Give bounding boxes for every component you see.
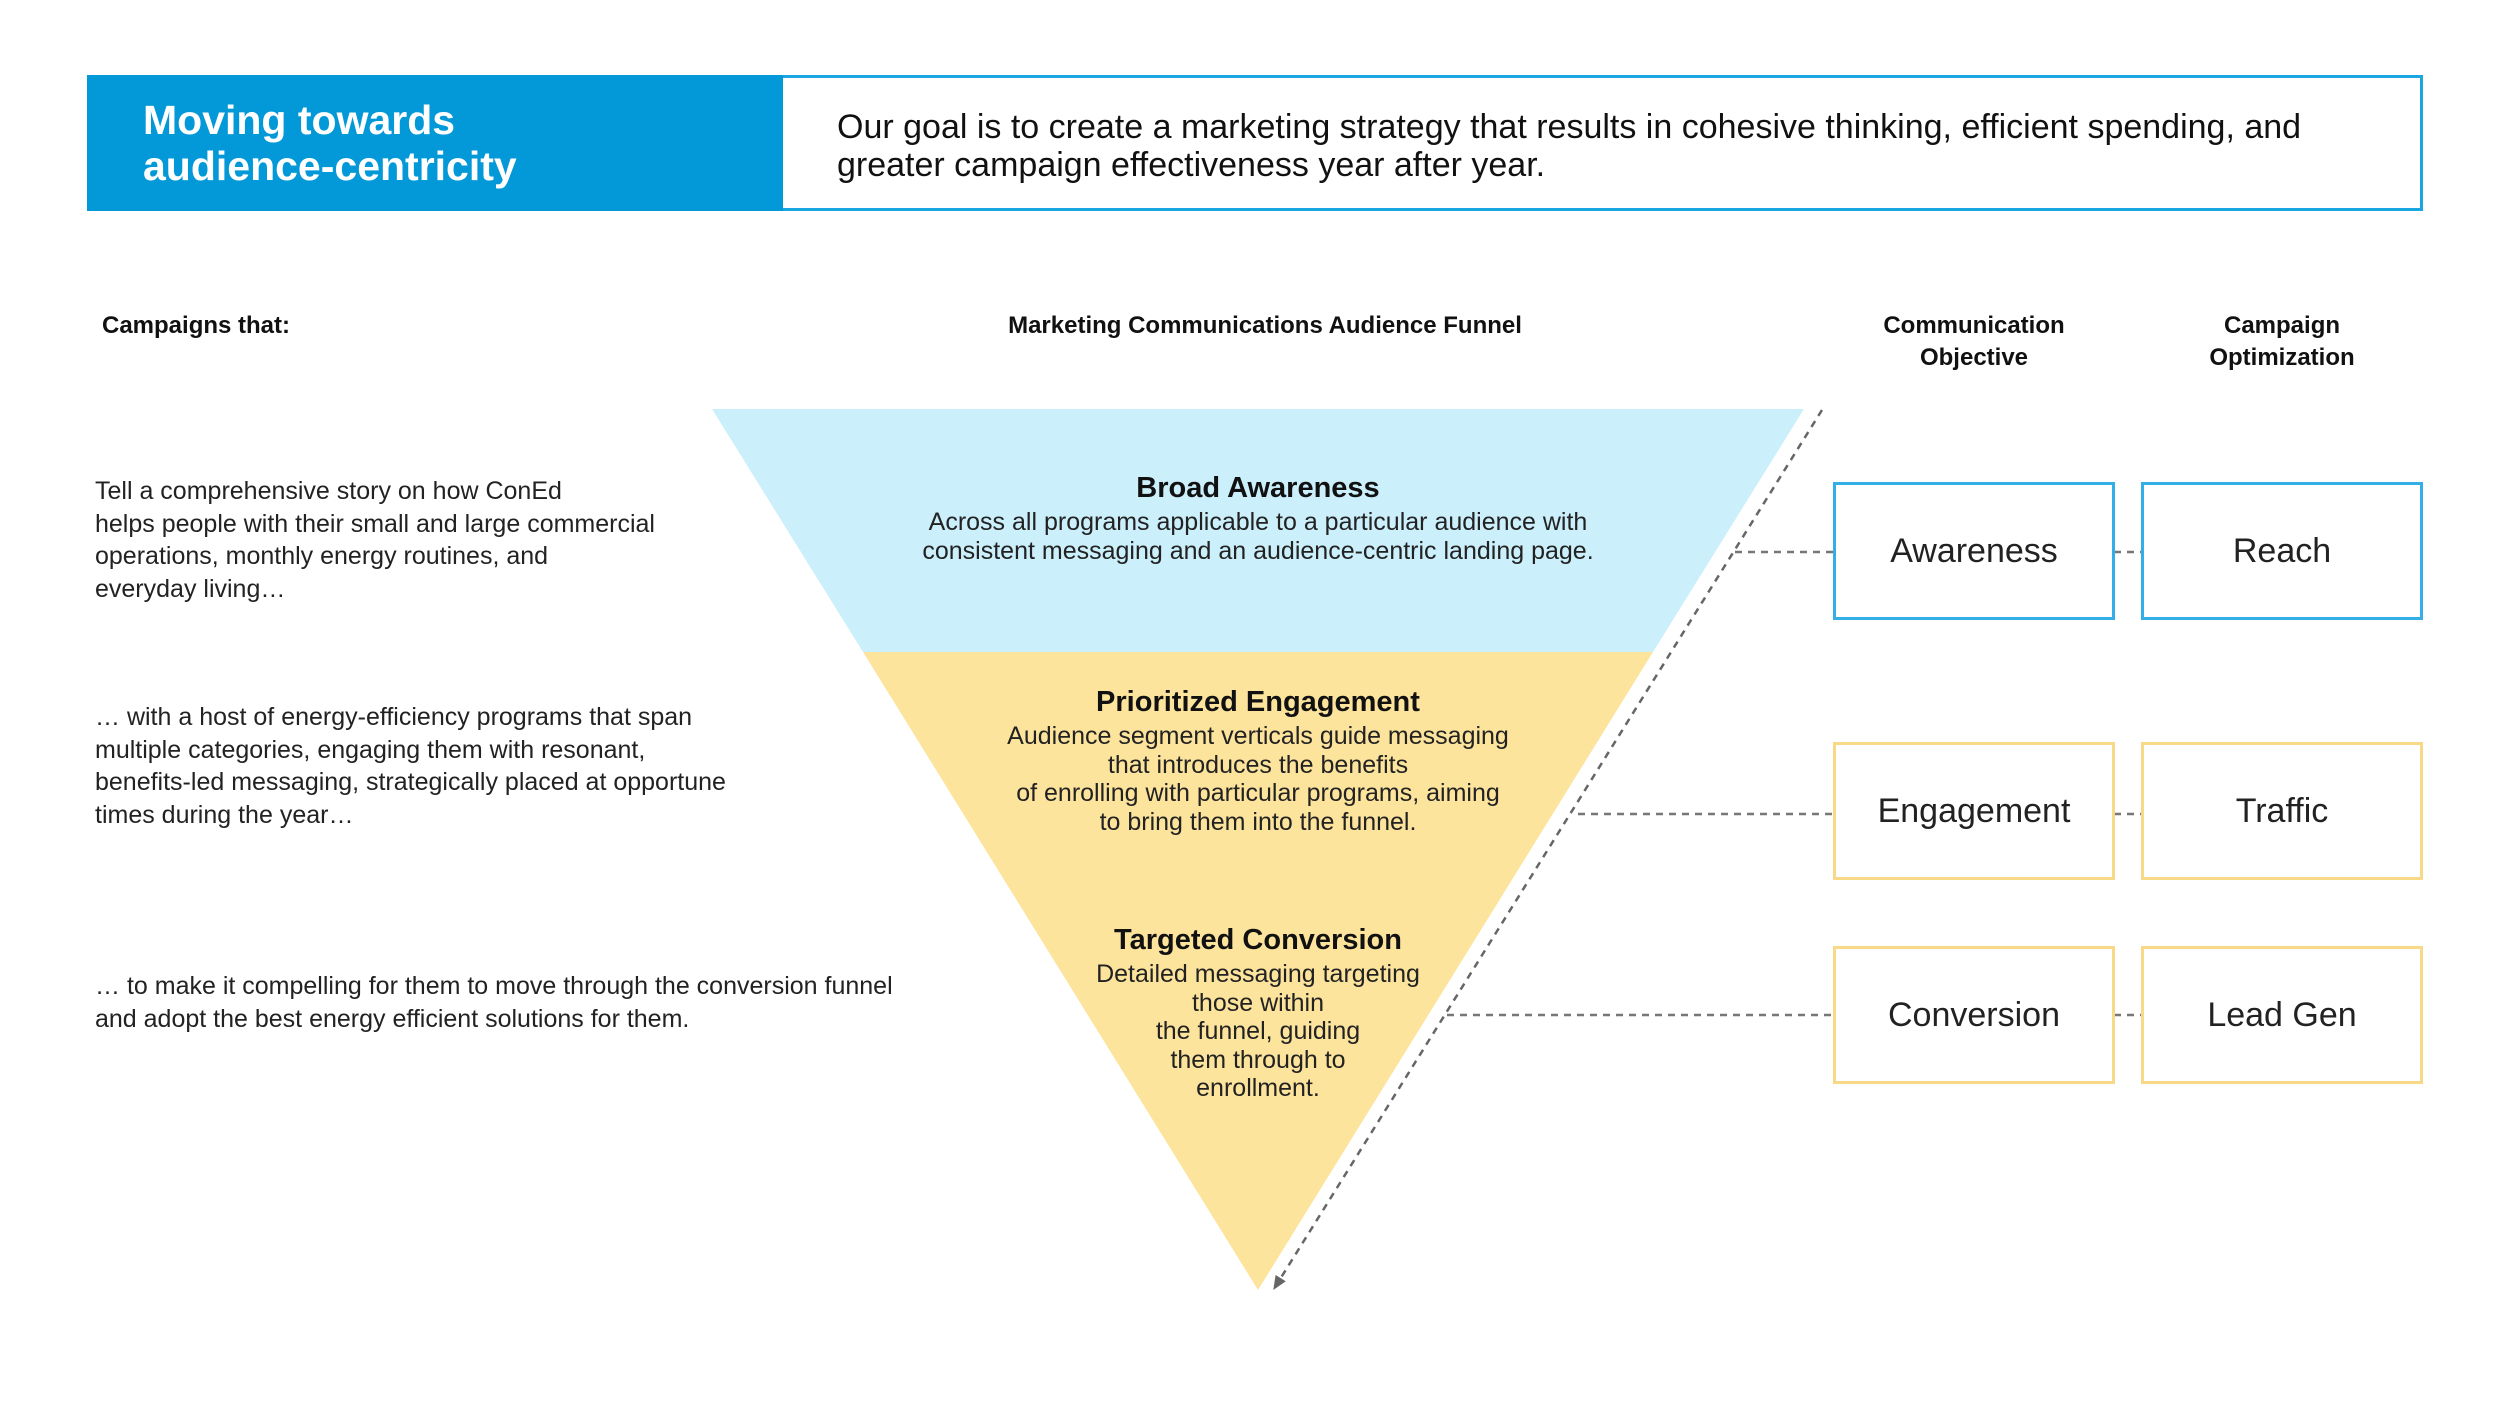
header-title-line-2: audience-centricity [143,143,517,189]
narrative-line: benefits-led messaging, strategically pl… [95,768,726,796]
funnel-flow-arrow [1273,409,1824,1290]
header-title-banner: Moving towards audience-centricity [87,75,783,211]
narrative-line: Tell a comprehensive story on how ConEd [95,477,562,505]
objective-header-line-2: Objective [1919,344,2029,371]
tier-awareness-desc-line: consistent messaging and an audience-cen… [922,536,1594,565]
objective-box-conversion: Conversion [1833,946,2115,1084]
campaigns-column-header: Campaigns that: [102,312,291,339]
optimization-column-header: Campaign Optimization [2209,310,2354,374]
tier-engagement-title: Prioritized Engagement [1096,686,1420,718]
funnel-column-header: Marketing Communications Audience Funnel [1008,312,1522,339]
funnel-tier-engagement [863,652,1653,1290]
optimization-header-line-1: Campaign [2223,312,2341,339]
objective-box-engagement: Engagement [1833,742,2115,880]
tier-conversion-desc-line: those within [1191,988,1325,1017]
optimization-box-traffic: Traffic [2141,742,2423,880]
objective-box-awareness: Awareness [1833,482,2115,620]
header-goal-box: Our goal is to create a marketing strate… [783,75,2423,211]
header-title-line-1: Moving towards [143,97,456,143]
narrative-line: … with a host of energy-efficiency progr… [95,703,693,731]
objective-header-line-1: Communication [1883,312,2065,339]
tier-engagement-desc-line: that introduces the benefits [1107,750,1409,779]
narrative-line: everyday living… [95,574,286,603]
narrative-line: multiple categories, engaging them with … [95,735,646,764]
goal-text-line-2: greater campaign effectiveness year afte… [837,146,1546,184]
optimization-box-reach: Reach [2141,482,2423,620]
tier-conversion-title: Targeted Conversion [1114,924,1402,956]
tier-conversion-desc-line: them through to [1170,1045,1346,1074]
tier-engagement-desc-line: of enrolling with particular programs, a… [1016,779,1500,807]
tier-conversion-desc-line: enrollment. [1196,1074,1320,1102]
narrative-line: operations, monthly energy routines, and [95,542,549,570]
funnel-tier-awareness [712,409,1804,652]
tier-conversion-text: Targeted Conversion Detailed messaging t… [1096,922,1420,1103]
narrative-line: times during the year… [95,800,354,829]
goal-text-line-1: Our goal is to create a marketing strate… [837,108,2302,146]
narrative-line: … to make it compelling for them to move… [95,972,893,1000]
tier-awareness-desc-line: Across all programs applicable to a part… [928,508,1588,536]
narrative-line: and adopt the best energy efficient solu… [95,1004,690,1033]
narrative-line: helps people with their small and large … [95,509,655,538]
tier-conversion-desc-line: Detailed messaging targeting [1096,960,1420,988]
tier-conversion-desc-line: the funnel, guiding [1155,1017,1361,1045]
narrative-engagement: … with a host of energy-efficiency progr… [95,701,726,831]
tier-engagement-desc-line: to bring them into the funnel. [1099,807,1417,836]
tier-engagement-text: Prioritized Engagement Audience segment … [1007,684,1509,836]
narrative-awareness: Tell a comprehensive story on how ConEd … [95,475,655,605]
tier-awareness-text: Broad Awareness Across all programs appl… [922,470,1593,565]
tier-engagement-desc-line: Audience segment verticals guide messagi… [1007,722,1509,750]
optimization-header-line-2: Optimization [2209,344,2355,371]
narrative-conversion: … to make it compelling for them to move… [95,970,893,1035]
objective-column-header: Communication Objective [1883,310,2064,374]
tier-awareness-title: Broad Awareness [1136,472,1380,504]
optimization-box-lead-gen: Lead Gen [2141,946,2423,1084]
